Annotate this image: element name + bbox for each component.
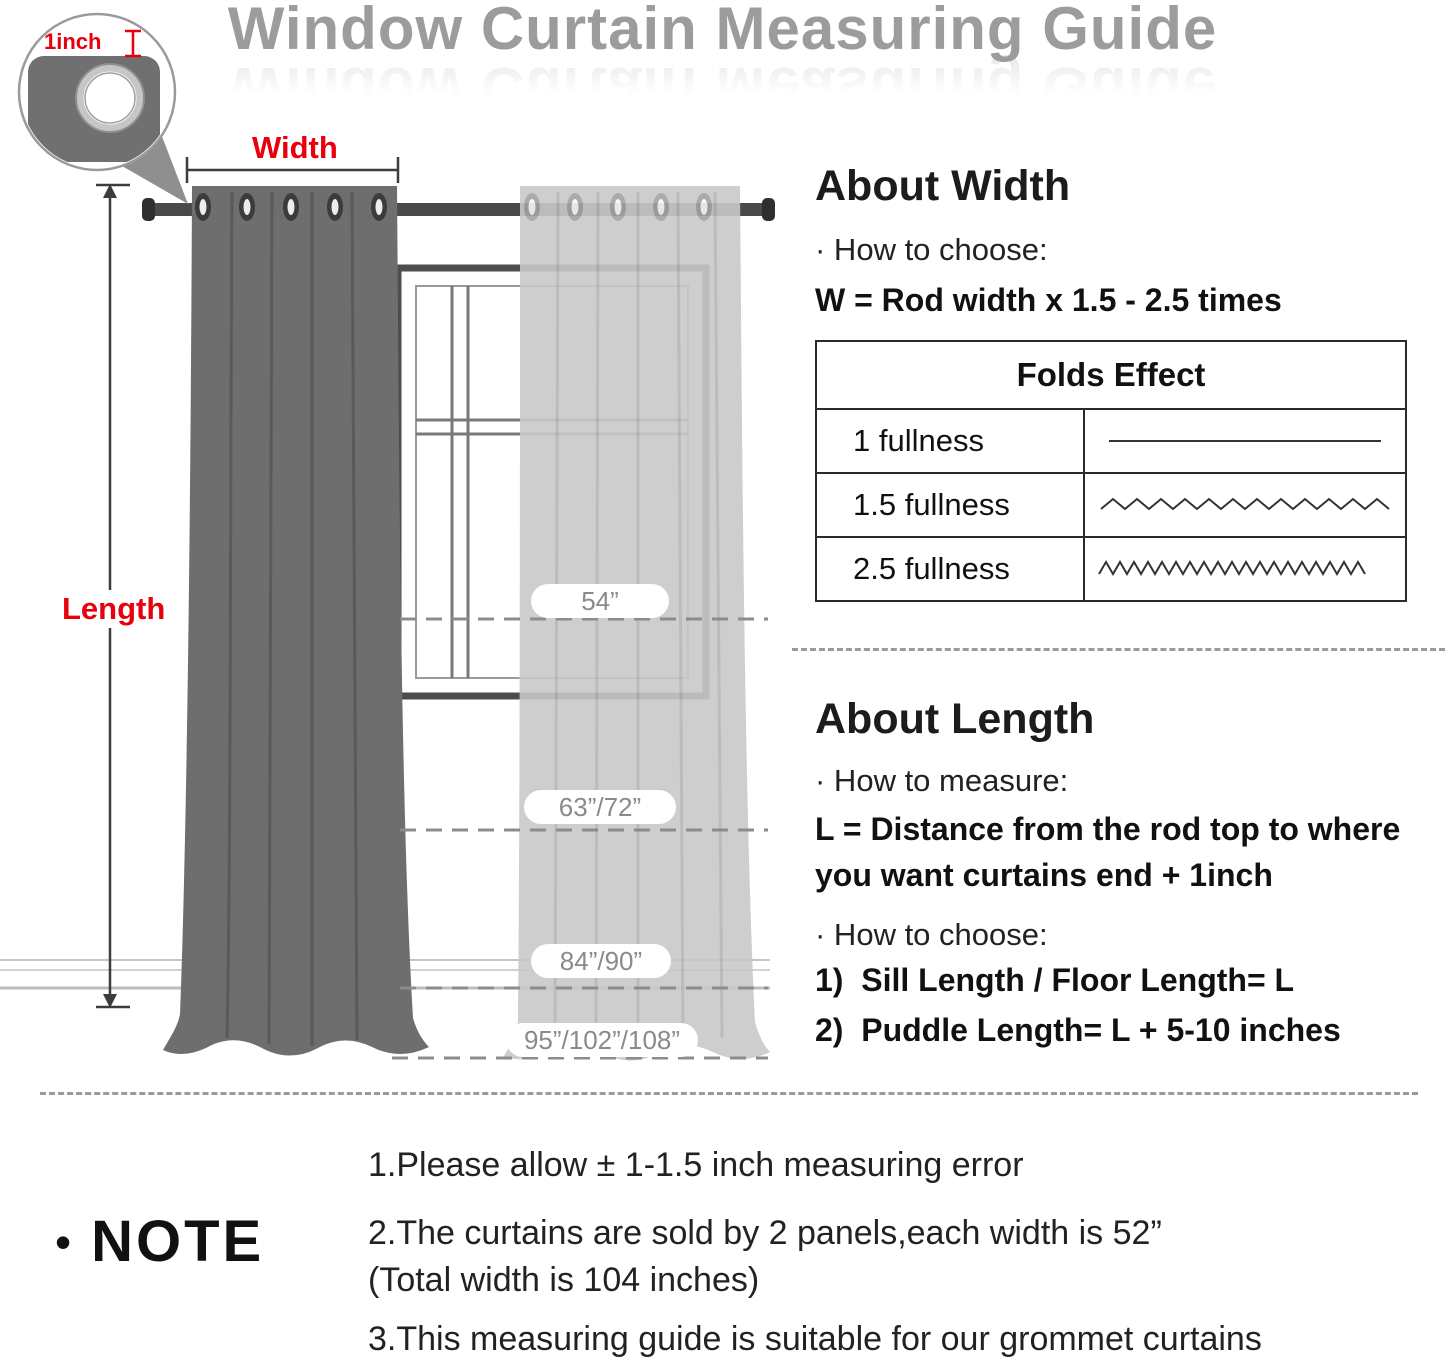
fullness-2-5-cell [1085, 538, 1405, 600]
note-heading: • NOTE [55, 1208, 264, 1275]
fullness-1-label: 1 fullness [817, 410, 1085, 472]
length-option-puddle: 2) Puddle Length= L + 5-10 inches [815, 1012, 1341, 1048]
grommet-closeup-callout [17, 12, 188, 204]
folds-table-row: 1 fullness [817, 408, 1405, 472]
one-inch-label: 1inch [44, 29, 102, 54]
width-dimension [185, 157, 400, 183]
folds-table-row: 2.5 fullness [817, 536, 1405, 600]
size-pill-63-72: 63”/72” [524, 790, 676, 824]
curtain-diagram-graphic [0, 12, 775, 1061]
folds-table-row: 1.5 fullness [817, 472, 1405, 536]
dense-wave-icon [1098, 560, 1366, 576]
width-formula: W = Rod width x 1.5 - 2.5 times [815, 282, 1282, 318]
width-how-to-choose: · How to choose: [815, 232, 1048, 267]
fullness-1-5-label: 1.5 fullness [817, 474, 1085, 536]
length-option-sill-floor: 1) Sill Length / Floor Length= L [815, 962, 1295, 998]
width-label: Width [252, 130, 338, 165]
page-title: Window Curtain Measuring Guide [227, 0, 1218, 62]
note-divider [40, 1092, 1418, 1095]
curtain-panel-light [504, 186, 770, 1061]
folds-effect-table: Folds Effect 1 fullness 1.5 fullness 2.5… [815, 340, 1407, 602]
folds-table-header: Folds Effect [1016, 356, 1206, 393]
note-heading-text: NOTE [91, 1209, 265, 1274]
size-pill-95-102-108: 95”/102”/108” [506, 1023, 698, 1057]
note-item-3: 3.This measuring guide is suitable for o… [368, 1320, 1262, 1358]
one-inch-bracket-icon [125, 29, 141, 58]
page-title-reflection: Window Curtain Measuring Guide [227, 55, 1218, 122]
length-marker-lines [392, 617, 768, 1060]
length-label: Length [57, 590, 171, 628]
length-formula: L = Distance from the rod top to where y… [815, 811, 1401, 894]
about-width-heading: About Width [815, 162, 1071, 210]
length-how-to-measure: · How to measure: [815, 763, 1069, 798]
grommets-dark [195, 193, 387, 221]
flat-line-icon [1109, 440, 1381, 442]
size-pill-84-90: 84”/90” [531, 944, 671, 978]
fullness-1-5-cell [1085, 474, 1405, 536]
grommets-light [524, 193, 712, 221]
note-item-2: 2.The curtains are sold by 2 panels,each… [368, 1214, 1162, 1299]
about-length-heading: About Length [815, 695, 1095, 743]
right-column-divider [792, 648, 1445, 651]
fullness-2-5-label: 2.5 fullness [817, 538, 1085, 600]
note-item-1: 1.Please allow ± 1-1.5 inch measuring er… [368, 1146, 1024, 1184]
bullet-icon: • [55, 1215, 72, 1268]
size-pill-54: 54” [531, 584, 669, 618]
medium-wave-icon [1100, 497, 1390, 511]
length-how-to-choose: · How to choose: [815, 917, 1048, 952]
curtain-panel-dark [163, 186, 429, 1056]
fullness-1-cell [1085, 410, 1405, 472]
